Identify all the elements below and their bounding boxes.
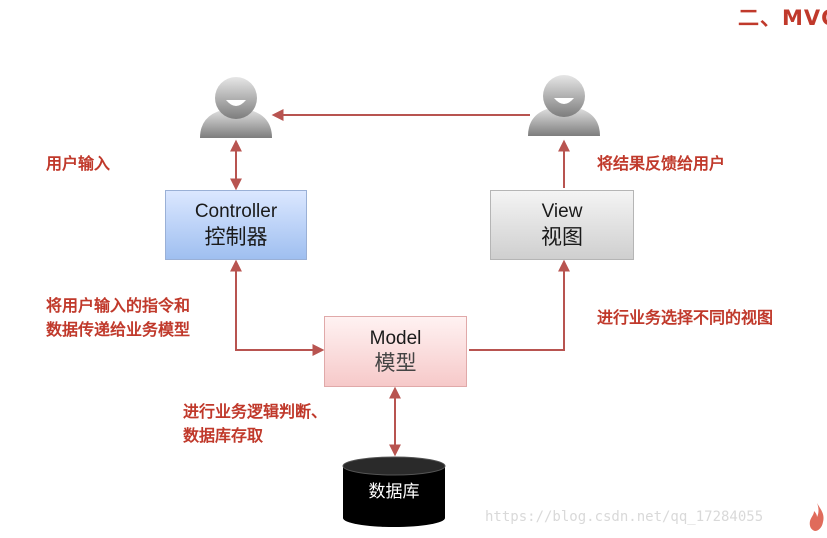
watermark-url: https://blog.csdn.net/qq_17284055 xyxy=(485,509,764,525)
user-icon xyxy=(528,75,600,136)
model-en-label: Model xyxy=(369,327,422,349)
model-zh-label: 模型 xyxy=(374,351,417,376)
model-box: Model 模型 xyxy=(324,316,467,387)
database-label: 数据库 xyxy=(368,482,420,502)
arrow-controller-model xyxy=(230,259,325,356)
logic-line2: 数据库存取 xyxy=(183,426,264,445)
feedback-label: 将结果反馈给用户 xyxy=(597,154,726,173)
controller-en-label: Controller xyxy=(194,201,278,222)
logic-line1: 进行业务逻辑判断、 xyxy=(183,402,328,421)
view-box: View 视图 xyxy=(490,190,634,260)
pass-to-model-line2: 数据传递给业务模型 xyxy=(46,320,191,339)
select-view-label: 进行业务选择不同的视图 xyxy=(597,308,774,327)
pass-to-model-line1: 将用户输入的指令和 xyxy=(46,296,191,315)
pass-to-model-label: 将用户输入的指令和 数据传递给业务模型 xyxy=(46,294,190,342)
user-icon xyxy=(200,77,272,138)
controller-zh-label: 控制器 xyxy=(204,224,268,249)
logic-label: 进行业务逻辑判断、 数据库存取 xyxy=(183,400,327,448)
view-en-label: View xyxy=(541,201,583,222)
user-input-label: 用户输入 xyxy=(46,154,111,173)
slide-heading: 二、MVC xyxy=(738,6,827,30)
csdn-flame-icon xyxy=(809,503,824,531)
database-icon xyxy=(342,456,446,527)
view-zh-label: 视图 xyxy=(541,224,583,249)
arrow-model-view xyxy=(469,259,570,351)
controller-box: Controller 控制器 xyxy=(165,190,307,260)
